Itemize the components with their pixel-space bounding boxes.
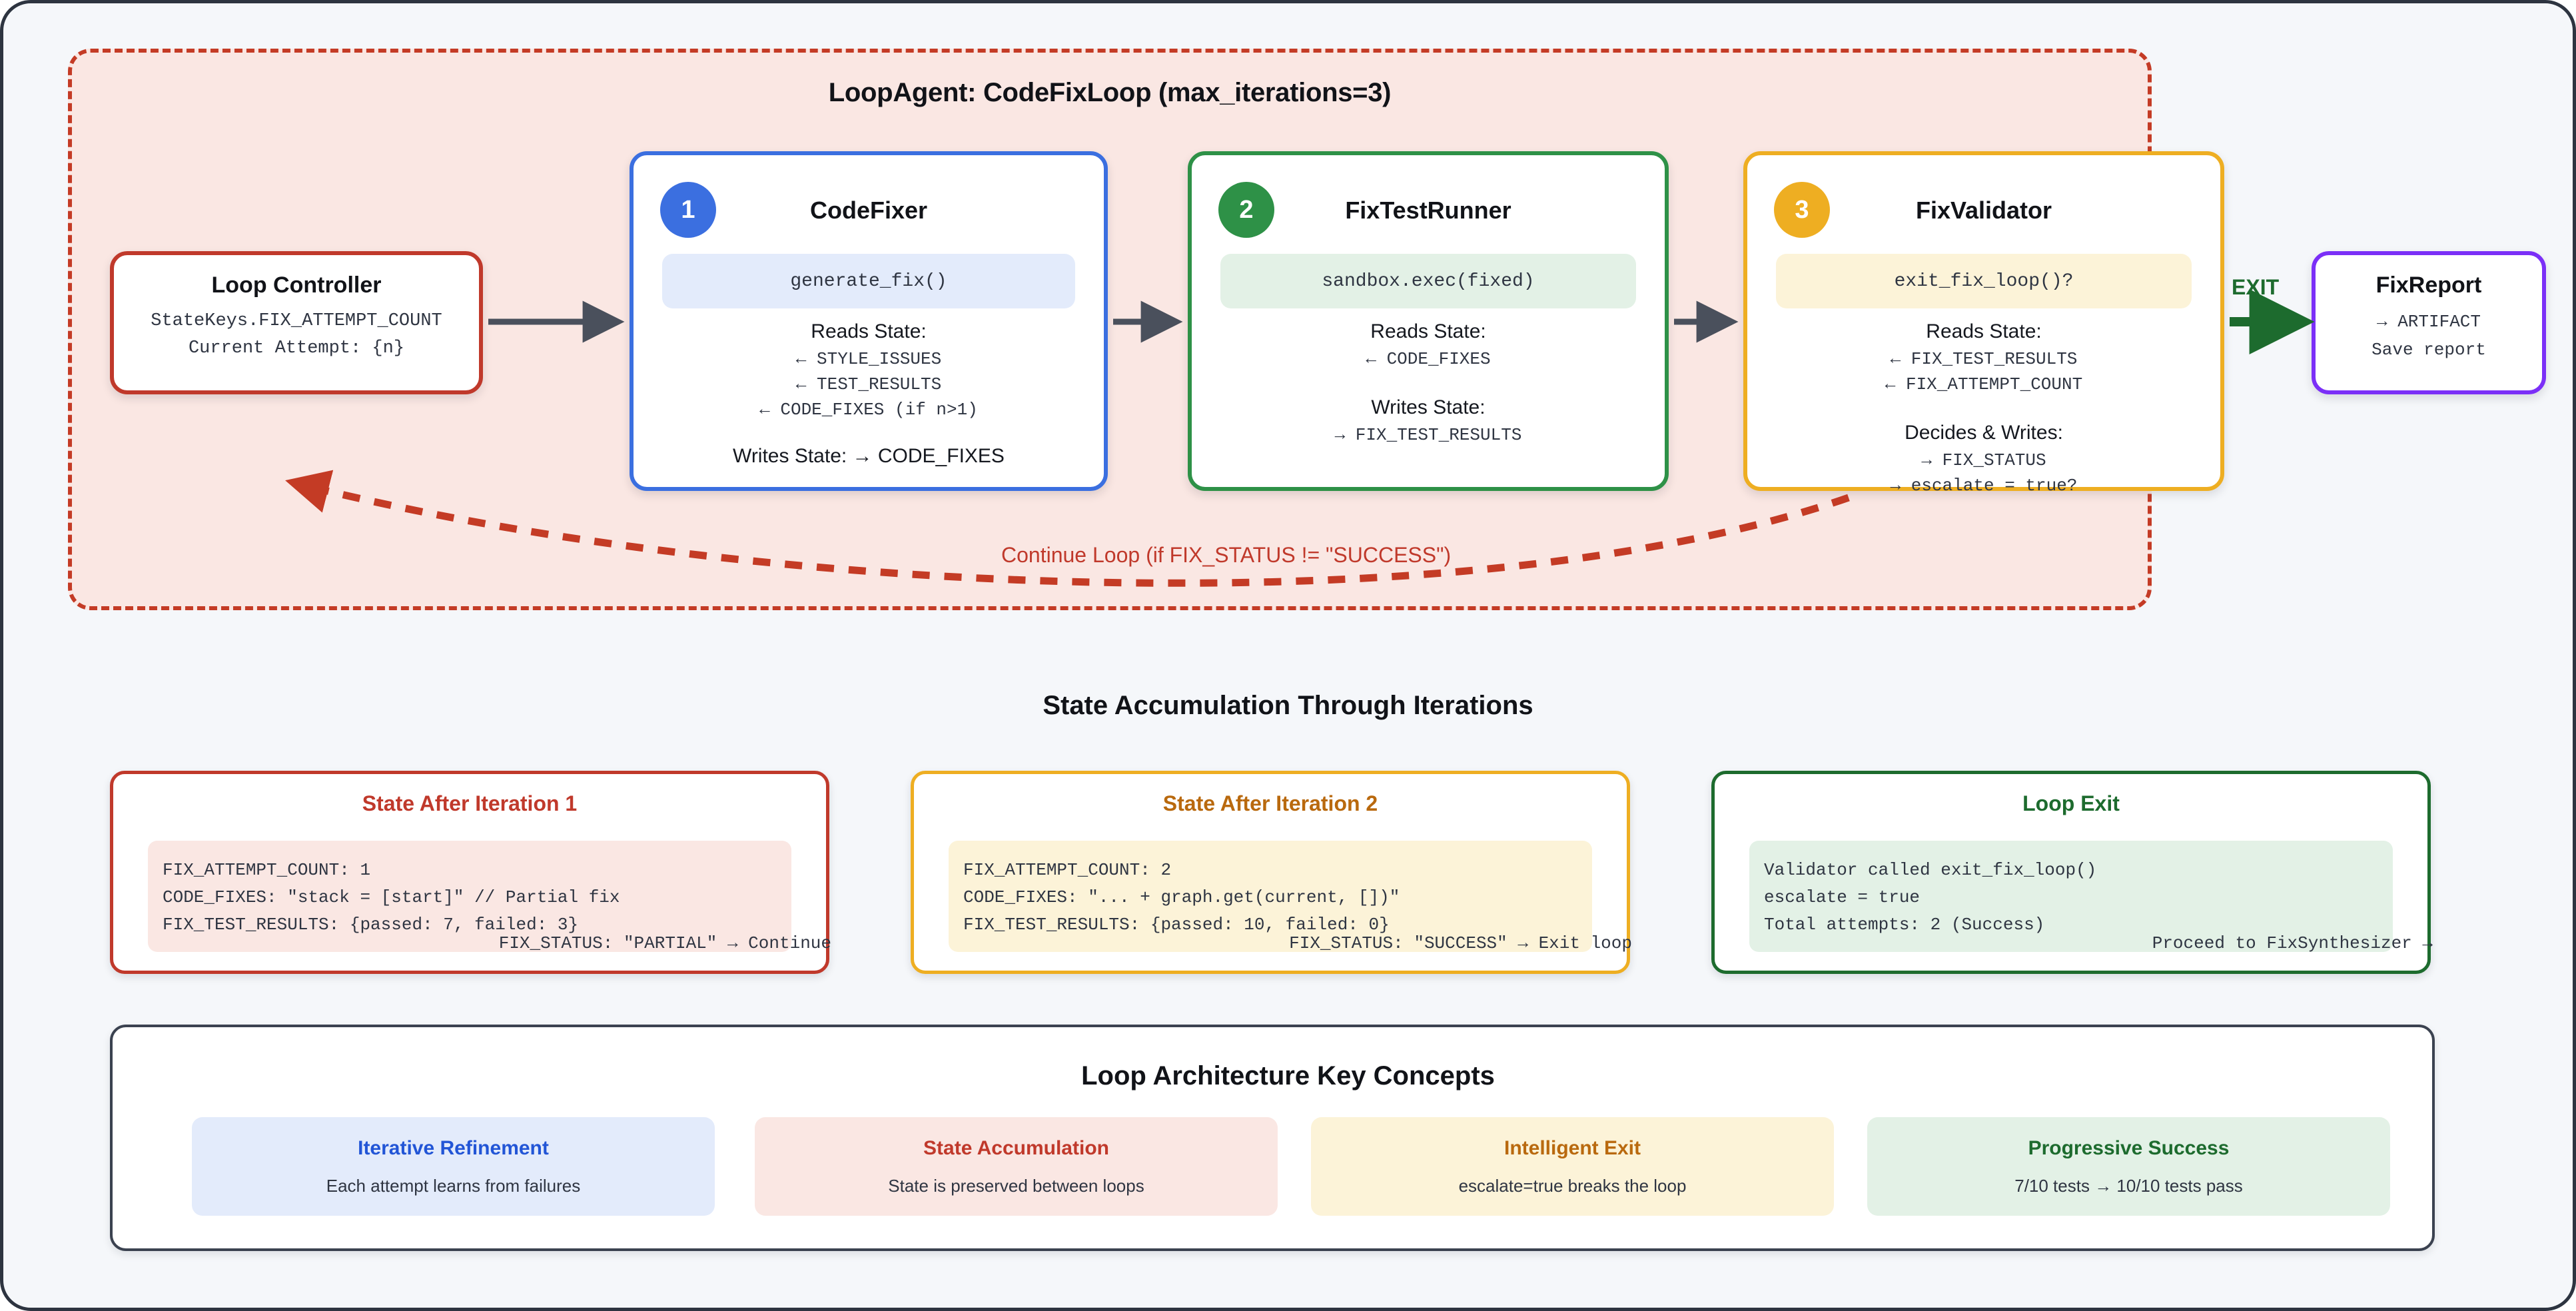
agent-3-writes-label: Decides & Writes: xyxy=(1905,421,2063,444)
state-card-2-line-0: FIX_ATTEMPT_COUNT: 2 xyxy=(963,860,1172,880)
state-card-3-title: Loop Exit xyxy=(2022,791,2120,815)
loop-agent-title: LoopAgent: CodeFixLoop (max_iterations=3… xyxy=(828,78,1392,107)
concept-2-subtitle: escalate=true breaks the loop xyxy=(1458,1175,1687,1196)
agent-2-reads-label: Reads State: xyxy=(1370,320,1486,342)
concept-2-title: Intelligent Exit xyxy=(1503,1136,1641,1159)
state-card-1-line-1: CODE_FIXES: "stack = [start]" // Partial… xyxy=(163,887,620,908)
agent-1-step-badge: 1 xyxy=(660,182,716,238)
agent-2-write-0: → FIX_TEST_RESULTS xyxy=(1334,425,1522,446)
state-card-1-line-0: FIX_ATTEMPT_COUNT: 1 xyxy=(163,860,371,880)
state-card-2-title: State After Iteration 2 xyxy=(1162,791,1378,815)
agent-2-read-0: ← CODE_FIXES xyxy=(1366,349,1491,370)
agent-3-read-0: ← FIX_TEST_RESULTS xyxy=(1890,349,2078,370)
agent-1-read-1: ← TEST_RESULTS xyxy=(795,374,942,395)
agent-3-action: exit_fix_loop()? xyxy=(1776,254,2192,308)
concept-0-title: Iterative Refinement xyxy=(358,1136,549,1159)
concept-3-subtitle: 7/10 tests → 10/10 tests pass xyxy=(2014,1175,2243,1196)
concept-card-state-accumulation[interactable]: State Accumulation State is preserved be… xyxy=(755,1117,1278,1216)
state-card-3-footer: Proceed to FixSynthesizer → xyxy=(2152,933,2433,953)
agent-1-io: Reads State: ← STYLE_ISSUES ← TEST_RESUL… xyxy=(645,319,1092,468)
agent-1-action: generate_fix() xyxy=(662,254,1075,308)
fix-report-artifact: → ARTIFACT xyxy=(2376,312,2481,332)
state-card-2-body: FIX_ATTEMPT_COUNT: 2 CODE_FIXES: "... + … xyxy=(949,841,1592,953)
concept-0-subtitle: Each attempt learns from failures xyxy=(326,1175,581,1196)
concept-3-title: Progressive Success xyxy=(2028,1136,2230,1159)
state-card-3-line-2: Total attempts: 2 (Success) xyxy=(1764,915,2045,935)
agent-2-spacer xyxy=(1204,372,1653,395)
agent-1-title: CodeFixer xyxy=(809,197,928,224)
state-card-2-line-2: FIX_TEST_RESULTS: {passed: 10, failed: 0… xyxy=(963,915,1390,935)
agent-1-writes-inline: Writes State: → CODE_FIXES xyxy=(733,445,1005,468)
state-card-loop-exit[interactable]: Loop Exit Validator called exit_fix_loop… xyxy=(1711,771,2433,974)
concept-1-subtitle: State is preserved between loops xyxy=(888,1175,1144,1196)
state-card-3-line-1: escalate = true xyxy=(1764,887,1921,908)
state-card-3-line-0: Validator called exit_fix_loop() xyxy=(1764,860,2097,880)
state-card-1-body: FIX_ATTEMPT_COUNT: 1 CODE_FIXES: "stack … xyxy=(148,841,791,953)
state-card-1-footer: FIX_STATUS: "PARTIAL" → Continue xyxy=(498,933,831,953)
state-card-2-line-1: CODE_FIXES: "... + graph.get(current, []… xyxy=(963,887,1400,908)
loop-controller-node[interactable]: Loop Controller StateKeys.FIX_ATTEMPT_CO… xyxy=(110,251,483,394)
agent-node-fixvalidator[interactable]: 3 FixValidator exit_fix_loop()? Reads St… xyxy=(1743,151,2224,496)
agent-2-writes-label: Writes State: xyxy=(1371,396,1486,419)
agent-3-title: FixValidator xyxy=(1915,197,2052,224)
loop-controller-title: Loop Controller xyxy=(211,272,382,298)
agent-3-write-1: → escalate = true? xyxy=(1890,475,2078,496)
state-card-2-footer: FIX_STATUS: "SUCCESS" → Exit loop xyxy=(1289,933,1632,953)
fix-report-details: → ARTIFACT Save report xyxy=(2316,308,2542,364)
agent-3-step-badge: 3 xyxy=(1774,182,1830,238)
agent-3-read-1: ← FIX_ATTEMPT_COUNT xyxy=(1885,374,2083,395)
fix-report-save: Save report xyxy=(2371,340,2486,360)
loop-controller-attempt: Current Attempt: {n} xyxy=(188,338,405,359)
continue-loop-label: Continue Loop (if FIX_STATUS != "SUCCESS… xyxy=(1001,543,1452,567)
loop-controller-details: StateKeys.FIX_ATTEMPT_COUNT Current Atte… xyxy=(114,308,479,362)
agent-node-codefixer[interactable]: 1 CodeFixer generate_fix() Reads State: … xyxy=(630,151,1108,491)
agent-3-reads-label: Reads State: xyxy=(1926,320,2042,342)
agent-3-write-0: → FIX_STATUS xyxy=(1921,450,2046,471)
agent-1-read-0: ← STYLE_ISSUES xyxy=(795,349,942,370)
loop-controller-statekey: StateKeys.FIX_ATTEMPT_COUNT xyxy=(151,311,442,331)
concept-1-title: State Accumulation xyxy=(923,1136,1109,1159)
concept-card-iterative-refinement[interactable]: Iterative Refinement Each attempt learns… xyxy=(192,1117,715,1216)
agent-3-io: Reads State: ← FIX_TEST_RESULTS ← FIX_AT… xyxy=(1759,319,2208,499)
concept-card-progressive-success[interactable]: Progressive Success 7/10 tests → 10/10 t… xyxy=(1867,1117,2390,1216)
state-card-iteration-2[interactable]: State After Iteration 2 FIX_ATTEMPT_COUN… xyxy=(911,771,1632,974)
agent-1-reads-label: Reads State: xyxy=(811,320,927,342)
agent-3-spacer xyxy=(1759,398,2208,420)
state-card-3-body: Validator called exit_fix_loop() escalat… xyxy=(1749,841,2393,953)
state-card-1-title: State After Iteration 1 xyxy=(362,791,578,815)
agent-2-io: Reads State: ← CODE_FIXES Writes State: … xyxy=(1204,319,1653,448)
agent-1-read-2: ← CODE_FIXES (if n>1) xyxy=(759,399,978,420)
fix-report-node[interactable]: FixReport → ARTIFACT Save report xyxy=(2312,251,2546,394)
fix-report-title: FixReport xyxy=(2375,272,2482,298)
agent-2-step-badge: 2 xyxy=(1218,182,1274,238)
agent-node-fixtestrunner[interactable]: 2 FixTestRunner sandbox.exec(fixed) Read… xyxy=(1188,151,1669,491)
state-section-heading: State Accumulation Through Iterations xyxy=(1043,691,1533,720)
state-card-1-line-2: FIX_TEST_RESULTS: {passed: 7, failed: 3} xyxy=(163,915,579,935)
exit-arrow-label: EXIT xyxy=(2232,275,2280,299)
state-card-iteration-1[interactable]: State After Iteration 1 FIX_ATTEMPT_COUN… xyxy=(110,771,831,974)
key-concepts-heading: Loop Architecture Key Concepts xyxy=(1081,1061,1495,1091)
concept-card-intelligent-exit[interactable]: Intelligent Exit escalate=true breaks th… xyxy=(1311,1117,1834,1216)
agent-1-spacer xyxy=(645,422,1092,445)
agent-2-action: sandbox.exec(fixed) xyxy=(1220,254,1636,308)
agent-2-title: FixTestRunner xyxy=(1345,197,1511,224)
